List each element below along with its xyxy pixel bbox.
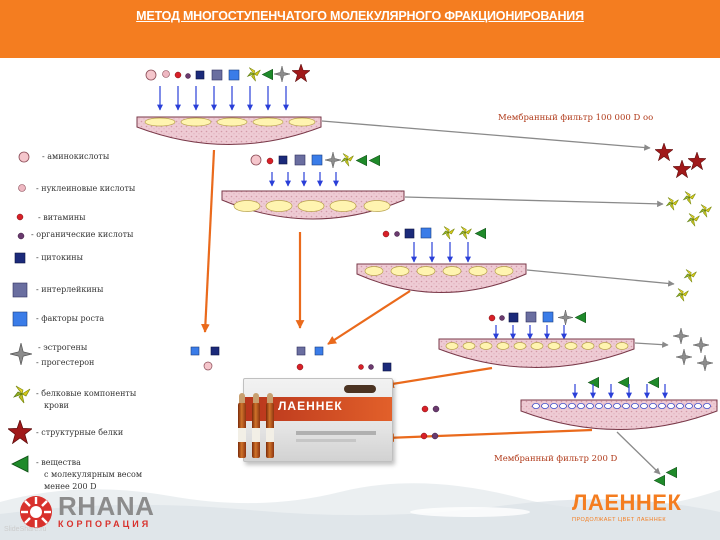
- filter-label-100000d: Мембранный фильтр 100 000 D oo: [498, 113, 654, 123]
- box-text-line: [296, 439, 356, 442]
- rhana-corporation-text: КОРПОРАЦИЯ: [58, 519, 152, 529]
- membrane-filter-2: [221, 190, 405, 220]
- fraction-group-4: [421, 405, 440, 413]
- stage-1-down-arrows: [157, 86, 289, 111]
- water-splash-decoration: [0, 483, 720, 540]
- stage-5-down-arrows: [572, 384, 668, 399]
- retentate-arrow-2: [404, 196, 664, 208]
- legend-label-estrogens: - эстрогены: [38, 343, 88, 352]
- ampoule: [266, 393, 274, 458]
- legend-label-nucleic-acids: - нуклеиновые кислоты: [36, 184, 136, 193]
- legend-label-substances: - вещества: [36, 458, 81, 467]
- pink-circle-icon: [18, 151, 30, 163]
- stage-3-down-arrows: [411, 242, 471, 263]
- membrane-filter-4: [438, 338, 635, 368]
- red-dot-icon: [16, 213, 24, 221]
- stage-4-down-arrows: [493, 325, 567, 340]
- legend-label-progesterone: - прогестерон: [36, 358, 95, 367]
- stage-5-molecules: [588, 377, 659, 388]
- laennec-tagline: ПРОДОЛЖАЕТ ЦВЕТ ЛАЕННЕК: [572, 517, 667, 523]
- navy-square-icon: [14, 252, 26, 264]
- collection-arrows: [200, 149, 593, 443]
- box-tag: [344, 385, 376, 393]
- blue-square-icon: [12, 311, 28, 327]
- purple-dot-icon: [17, 232, 25, 240]
- legend-label-growth-factors: - факторы роста: [36, 314, 105, 323]
- yellow-pinwheel-icon: [13, 385, 31, 404]
- retentate-arrow-1: [321, 120, 651, 151]
- legend-label-vitamins: - витамины: [38, 213, 86, 222]
- stage-3-molecules: [382, 226, 486, 240]
- retentate-arrow-3: [526, 269, 675, 287]
- legend-label-amino-acids: - аминокислоты: [42, 152, 110, 161]
- box-text-line: [296, 431, 376, 435]
- watermark: SlideShare.ru: [4, 526, 47, 533]
- laennec-wordmark: ЛАЕННЕК: [572, 490, 682, 515]
- product-name: ЛАЕННЕК: [278, 399, 343, 413]
- legend-label-organic-acids: - органические кислоты: [31, 230, 134, 239]
- stage-4-retentate: [673, 328, 713, 371]
- filtrate-arrow-5: [616, 431, 661, 475]
- stage-1-retentate: [655, 143, 706, 178]
- stage-4-molecules: [488, 310, 586, 325]
- filter-label-200d: Мембранный фильтр 200 D: [494, 454, 618, 464]
- stage-2-retentate: [666, 191, 712, 227]
- fraction-group-3: [358, 362, 392, 372]
- slate-square-icon: [12, 282, 28, 298]
- legend-icons: [8, 151, 32, 473]
- fraction-group-5: [420, 432, 439, 440]
- legend-label-substances-cont: с молекулярным весом: [44, 470, 143, 479]
- title-banner: МЕТОД МНОГОСТУПЕНЧАТОГО МОЛЕКУЛЯРНОГО ФР…: [0, 0, 720, 58]
- ampoule: [238, 393, 246, 458]
- legend-label-blood-proteins: - белковые компоненты: [36, 389, 137, 398]
- laennec-logo: ЛАЕННЕК ПРОДОЛЖАЕТ ЦВЕТ ЛАЕННЕК: [572, 490, 681, 523]
- legend-label-blood-proteins-cont: крови: [44, 401, 69, 410]
- legend-label-interleukins: - интерлейкины: [36, 285, 104, 294]
- page-title: МЕТОД МНОГОСТУПЕНЧАТОГО МОЛЕКУЛЯРНОГО ФР…: [136, 9, 584, 23]
- membrane-filter-3: [356, 263, 527, 293]
- fraction-group-1: [190, 346, 220, 371]
- ampoule: [252, 393, 260, 458]
- legend-label-cytokines: - цитокины: [36, 253, 83, 262]
- stage-3-retentate: [676, 269, 697, 302]
- retentate-arrow-4: [634, 341, 669, 348]
- small-pink-circle-icon: [18, 184, 26, 192]
- legend-label-substances-cont2: менее 200 D: [44, 482, 97, 491]
- stage-2-down-arrows: [269, 172, 339, 187]
- grey-star-icon: [10, 343, 32, 365]
- rhana-wordmark: RHANA: [58, 491, 155, 521]
- legend-label-structural-proteins: - структурные белки: [36, 428, 124, 437]
- rhana-logo: RHANA КОРПОРАЦИЯ: [18, 491, 154, 534]
- rhana-emblem-icon: [20, 496, 52, 528]
- fraction-group-2: [296, 346, 324, 371]
- membrane-filter-1: [136, 116, 322, 145]
- membrane-filter-5: [520, 399, 718, 430]
- stage-2-molecules: [250, 152, 380, 168]
- stage-1-molecules: [145, 64, 310, 82]
